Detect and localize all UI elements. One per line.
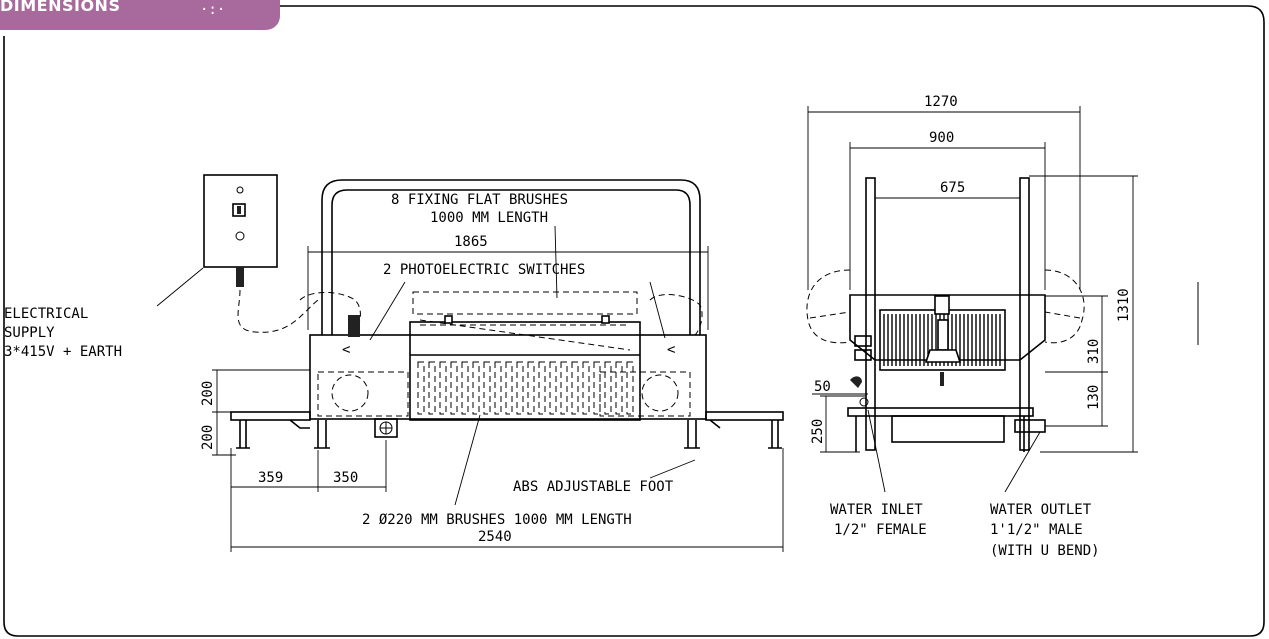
machine-body	[309, 334, 707, 420]
section-title: DIMENSIONS	[0, 0, 121, 15]
bristle	[582, 361, 590, 415]
water-outlet-size-label: 1'1/2" MALE	[990, 522, 1083, 538]
front-dimensions	[156, 225, 784, 552]
bristle	[549, 361, 557, 415]
left-platform-dimension: 359	[258, 470, 283, 486]
height-lower-dimension: 200	[200, 425, 216, 450]
side-bristles	[883, 314, 1001, 366]
flat-brushes-label: 8 FIXING FLAT BRUSHES	[391, 192, 568, 208]
bristle	[615, 361, 623, 415]
total-height-dimension: 1310	[1116, 288, 1132, 322]
water-outlet-label: WATER OUTLET	[990, 502, 1092, 518]
dots-icon: ·:·	[200, 2, 226, 18]
switch-marker: <	[342, 342, 350, 358]
right-platform	[705, 411, 784, 421]
electrical-box	[203, 174, 319, 333]
inner-width-dimension: 675	[940, 180, 965, 196]
photoelectric-switches-label: 2 PHOTOELECTRIC SWITCHES	[383, 262, 585, 278]
bristle	[527, 361, 535, 415]
overall-width-dimension: 1270	[924, 94, 958, 110]
total-width-dimension: 2540	[478, 529, 512, 545]
water-inlet-label: WATER INLET	[830, 502, 923, 518]
bristle	[560, 361, 568, 415]
foot-label: ABS ADJUSTABLE FOOT	[513, 479, 674, 495]
arch-frame	[321, 179, 701, 335]
bristle	[450, 361, 458, 415]
bristle	[571, 361, 579, 415]
section-tab: DIMENSIONS ·:·	[0, 0, 280, 30]
frame-width-dimension-side: 900	[929, 130, 954, 146]
height-upper-dimension: 200	[200, 381, 216, 406]
electrical-label-3: 3*415V + EARTH	[4, 344, 122, 360]
front-view: < <	[203, 174, 784, 449]
inlet-height-dimension: 250	[810, 419, 826, 444]
brush-bristles	[417, 361, 634, 415]
round-brushes-label: 2 Ø220 MM BRUSHES 1000 MM LENGTH	[362, 512, 632, 528]
electrical-label-1: ELECTRICAL	[4, 306, 88, 322]
bristle	[516, 361, 524, 415]
side-dimensions	[807, 106, 1138, 493]
body-height-dimension: 310	[1086, 339, 1102, 364]
water-outlet-bend-label: (WITH U BEND)	[990, 543, 1100, 559]
inlet-offset-dimension: 50	[814, 379, 831, 395]
bristle	[472, 361, 480, 415]
left-upright	[865, 177, 876, 451]
right-upright	[1019, 177, 1030, 451]
bristle	[439, 361, 447, 415]
bristle	[538, 361, 546, 415]
bristle	[593, 361, 601, 415]
bristle	[428, 361, 436, 415]
bristle	[494, 361, 502, 415]
left-platform	[230, 411, 311, 421]
side-view	[806, 177, 1085, 452]
drawing-frame	[3, 5, 1265, 637]
bristle	[604, 361, 612, 415]
electrical-label-2: SUPPLY	[4, 325, 55, 341]
bristle	[626, 361, 634, 415]
bristle	[505, 361, 513, 415]
bristle	[461, 361, 469, 415]
water-inlet-size-label: 1/2" FEMALE	[834, 522, 927, 538]
frame-width-dimension: 1865	[454, 234, 488, 250]
bristle	[417, 361, 425, 415]
side-body	[849, 294, 1046, 361]
switch-marker: <	[667, 342, 675, 358]
drain-offset-dimension: 350	[333, 470, 358, 486]
bristle	[483, 361, 491, 415]
flat-brushes-length-label: 1000 MM LENGTH	[430, 210, 548, 226]
outlet-height-dimension: 130	[1086, 385, 1102, 410]
